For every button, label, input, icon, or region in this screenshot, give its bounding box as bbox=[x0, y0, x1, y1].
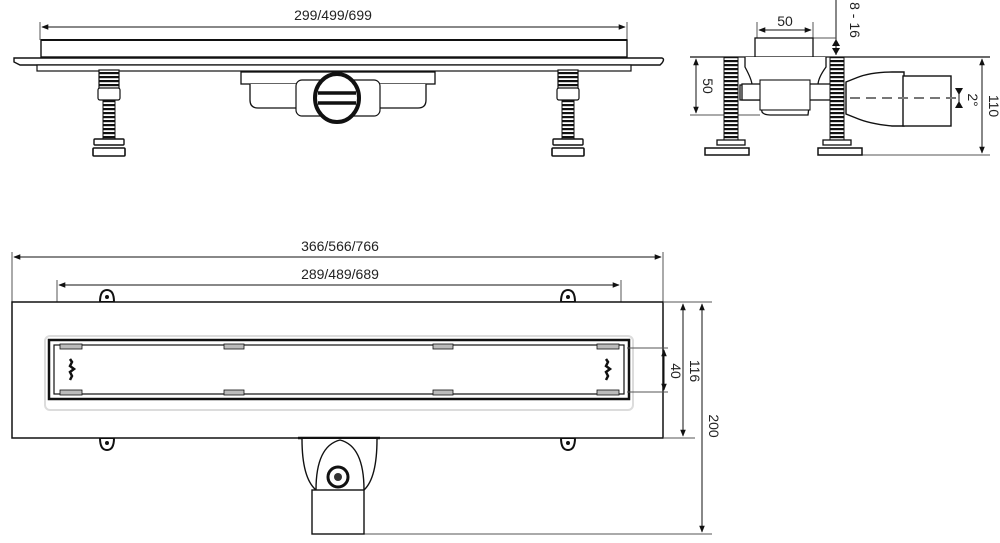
grate-handle-left-icon bbox=[68, 358, 77, 381]
dim-outlet-width: 50 bbox=[756, 13, 814, 40]
dim-label-slot-width: 40 bbox=[668, 363, 684, 379]
outlet-pipe-side bbox=[845, 71, 958, 127]
top-view: 366/566/766 289/489/689 bbox=[11, 238, 722, 535]
dim-channel-width: 116 bbox=[663, 301, 712, 439]
dim-adjust-range: 8 - 16 bbox=[812, 0, 863, 55]
front-view: 299/499/699 bbox=[13, 7, 665, 157]
grate-body bbox=[40, 39, 628, 58]
grate-handle-right-icon bbox=[604, 358, 613, 381]
leveling-foot-side-right bbox=[817, 56, 863, 156]
dim-total-height: 110 bbox=[979, 58, 1000, 154]
lug-top-left bbox=[98, 288, 116, 303]
dim-label-channel-length: 289/489/689 bbox=[301, 266, 379, 282]
siphon-body bbox=[240, 71, 436, 124]
dim-total-depth: 200 bbox=[364, 303, 722, 535]
side-view: 50 8 - 16 bbox=[690, 0, 1000, 156]
dim-label-flange-length: 366/566/766 bbox=[301, 238, 379, 254]
dim-label-body-height: 50 bbox=[700, 78, 716, 94]
mounting-lugs bbox=[98, 288, 577, 452]
lug-bottom-right bbox=[559, 437, 577, 452]
flange-plate bbox=[13, 57, 665, 66]
leveling-foot-left bbox=[92, 69, 126, 157]
leveling-foot-side-left bbox=[704, 56, 750, 156]
dim-flange-length: 366/566/766 bbox=[11, 238, 664, 302]
dim-slope: 2° bbox=[955, 88, 981, 108]
dim-grate-length: 299/499/699 bbox=[39, 7, 628, 40]
outlet-collar bbox=[754, 37, 814, 58]
dim-label-grate-length: 299/499/699 bbox=[294, 7, 372, 23]
dim-body-height: 50 bbox=[693, 58, 716, 114]
outlet-pipe-end bbox=[313, 72, 361, 124]
dim-label-total-height: 110 bbox=[986, 95, 1000, 118]
lug-top-right bbox=[559, 288, 577, 303]
flange-underside bbox=[36, 64, 632, 72]
leveling-foot-right bbox=[551, 69, 585, 157]
dim-label-total-depth: 200 bbox=[706, 414, 722, 438]
outlet-top bbox=[298, 436, 380, 535]
lug-bottom-left bbox=[98, 437, 116, 452]
dim-slot-width: 40 bbox=[627, 347, 684, 393]
drain-channel bbox=[47, 338, 631, 401]
dim-label-adjust-range: 8 - 16 bbox=[847, 2, 863, 38]
dim-label-outlet-width: 50 bbox=[777, 13, 793, 29]
dim-label-slope: 2° bbox=[965, 93, 981, 106]
dim-label-channel-width: 116 bbox=[687, 360, 703, 383]
